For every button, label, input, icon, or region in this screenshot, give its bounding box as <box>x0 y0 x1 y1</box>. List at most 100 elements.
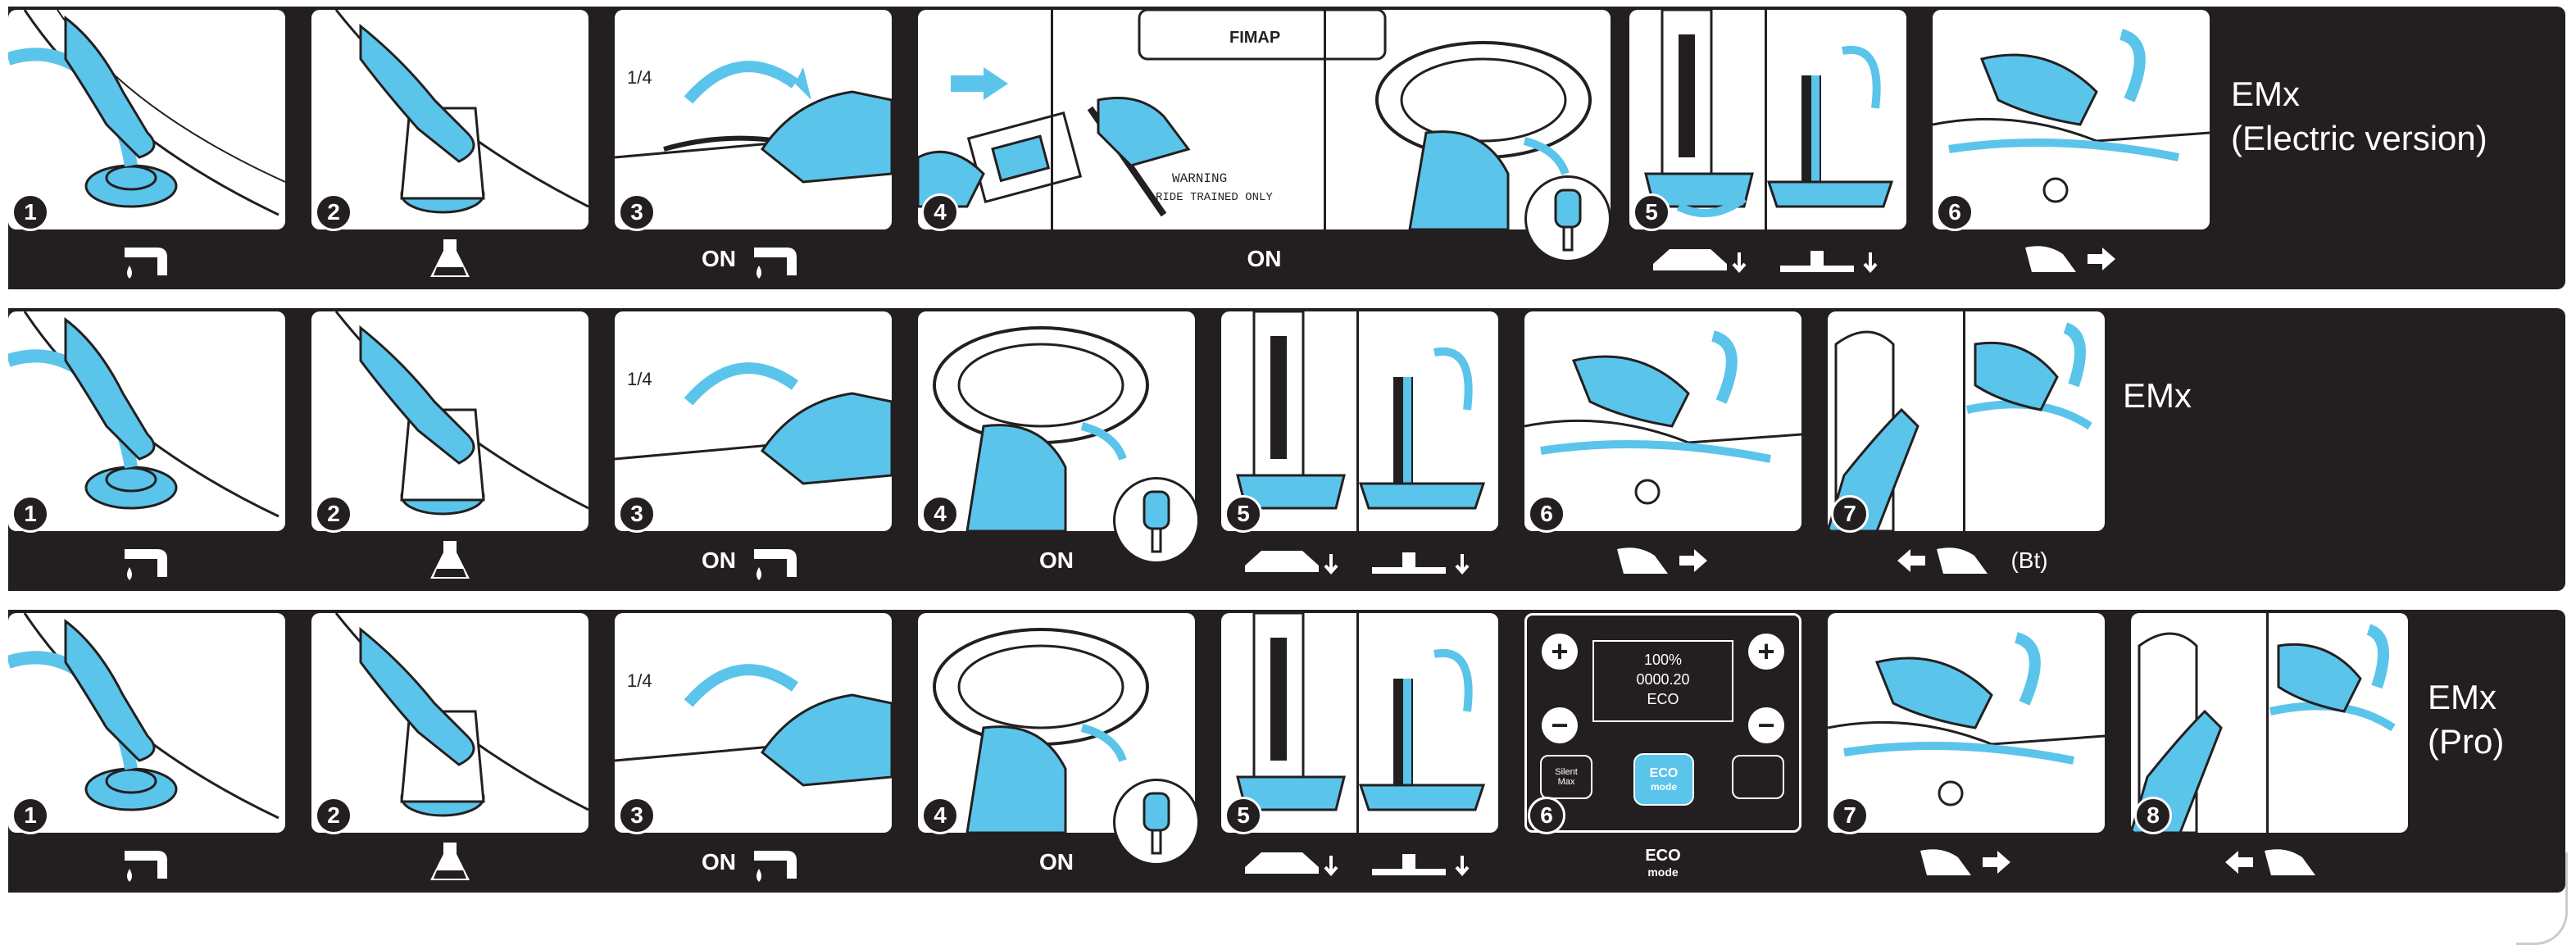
model-name: EMx <box>2123 374 2192 418</box>
model-variant: (Pro) <box>2428 720 2504 764</box>
step-lower-brush-squeegee <box>1221 311 1498 531</box>
lower-brush-illustration <box>1221 613 1498 833</box>
model-name: EMx <box>2428 675 2504 720</box>
display-screen: 100% 0000.20 ECO <box>1592 640 1733 722</box>
step-caption: ON <box>918 838 1195 887</box>
step-number: 2 <box>315 193 352 231</box>
step-number: 4 <box>921 495 959 533</box>
svg-text:RIDE TRAINED ONLY: RIDE TRAINED ONLY <box>1156 191 1273 204</box>
step-number: 1 <box>11 193 49 231</box>
svg-text:1/4: 1/4 <box>627 67 652 88</box>
step-caption <box>2131 838 2408 887</box>
model-variant: (Electric version) <box>2231 116 2487 161</box>
step-open-water-valve: 1/4 <box>615 311 892 531</box>
step-number: 4 <box>921 797 959 834</box>
brush-mode-button[interactable] <box>1732 755 1784 799</box>
step-number: 5 <box>1633 193 1670 231</box>
step-caption <box>1221 536 1498 585</box>
on-label: ON <box>702 246 736 272</box>
step-caption: ON <box>615 536 892 585</box>
water-tap-icon <box>747 538 805 584</box>
step-fill-water <box>8 10 285 229</box>
panel-divider <box>1051 10 1053 229</box>
step-number: 6 <box>1528 495 1565 533</box>
bt-label: (Bt) <box>2010 547 2047 574</box>
step-plug-and-key: FIMAP WARNING RIDE TRAINED ONLY <box>918 10 1611 229</box>
detergent-flask-icon <box>425 236 475 282</box>
step-number: 6 <box>1528 797 1565 834</box>
pedal-forward-icon <box>1909 839 2024 885</box>
on-label: ON <box>1247 246 1282 272</box>
step-add-detergent <box>311 613 588 833</box>
water-tap-icon <box>118 538 175 584</box>
eco-mode-button[interactable]: ECO mode <box>1633 753 1694 806</box>
add-detergent-illustration <box>311 311 588 531</box>
step-caption <box>311 234 588 284</box>
panel-divider <box>1356 311 1359 531</box>
step-caption <box>8 536 285 585</box>
step-press-pedal <box>1933 10 2210 229</box>
brush-squeegee-down-icon <box>1229 538 1491 584</box>
reverse-button-illustration <box>1828 311 2105 531</box>
row-emx-pro: 1 2 1/4 3 ON <box>8 610 2565 893</box>
on-label: ON <box>1039 547 1074 574</box>
eco-button-label: ECO <box>1650 766 1679 781</box>
minus-button-left[interactable]: − <box>1542 707 1578 743</box>
on-label: ON <box>1039 849 1074 875</box>
panel-divider <box>2266 613 2269 833</box>
step-reverse-button <box>2131 613 2408 833</box>
detergent-flask-icon <box>425 538 475 584</box>
brush-squeegee-down-icon <box>1229 839 1491 885</box>
press-pedal-illustration <box>1933 10 2210 229</box>
water-tap-icon <box>118 839 175 885</box>
plus-button-right[interactable]: + <box>1748 634 1784 670</box>
press-pedal-illustration <box>1828 613 2105 833</box>
max-label: Max <box>1558 777 1575 787</box>
model-label: EMx (Pro) <box>2428 675 2504 764</box>
step-number: 2 <box>315 797 352 834</box>
step-number: 3 <box>618 797 656 834</box>
eco-indicator: ECO <box>1594 689 1732 709</box>
step-caption: ON <box>918 234 1611 284</box>
svg-text:1/4: 1/4 <box>627 369 652 389</box>
row-emx: 1 2 1/4 3 ON <box>8 308 2565 591</box>
plug-and-key-illustration: FIMAP WARNING RIDE TRAINED ONLY <box>918 10 1611 229</box>
step-caption <box>1828 838 2105 887</box>
water-tap-icon <box>747 236 805 282</box>
step-number: 5 <box>1224 797 1262 834</box>
eco-caption: ECO <box>1645 847 1680 865</box>
step-number: 1 <box>11 495 49 533</box>
step-caption <box>311 536 588 585</box>
step-number: 2 <box>315 495 352 533</box>
plus-button-left[interactable]: + <box>1542 634 1578 670</box>
pedal-forward-icon <box>2014 236 2128 282</box>
step-open-water-valve: 1/4 <box>615 613 892 833</box>
minus-button-right[interactable]: − <box>1748 707 1784 743</box>
step-number: 3 <box>618 495 656 533</box>
svg-text:WARNING: WARNING <box>1172 171 1227 186</box>
model-name: EMx <box>2231 72 2487 116</box>
silent-max-button[interactable]: Silent Max <box>1540 755 1592 799</box>
page-corner-outline <box>2516 852 2568 945</box>
panel-divider <box>1324 10 1326 229</box>
step-caption: ON <box>615 838 892 887</box>
step-lower-brush-squeegee <box>1221 613 1498 833</box>
panel-divider <box>1356 613 1359 833</box>
pedal-reverse-icon <box>2212 839 2327 885</box>
hour-meter: 0000.20 <box>1594 670 1732 689</box>
water-tap-icon <box>118 236 175 282</box>
eco-caption-sub: mode <box>1647 865 1678 879</box>
step-number: 3 <box>618 193 656 231</box>
step-caption <box>1933 234 2210 284</box>
step-number: 1 <box>11 797 49 834</box>
step-fill-water <box>8 613 285 833</box>
step-reverse-button <box>1828 311 2105 531</box>
open-valve-illustration: 1/4 <box>615 311 892 531</box>
fill-water-illustration <box>8 10 285 229</box>
eco-button-sub: mode <box>1651 781 1677 793</box>
press-pedal-illustration <box>1524 311 1801 531</box>
water-tap-icon <box>747 839 805 885</box>
step-number: 5 <box>1224 495 1262 533</box>
step-fill-water <box>8 311 285 531</box>
step-number: 7 <box>1831 797 1869 834</box>
